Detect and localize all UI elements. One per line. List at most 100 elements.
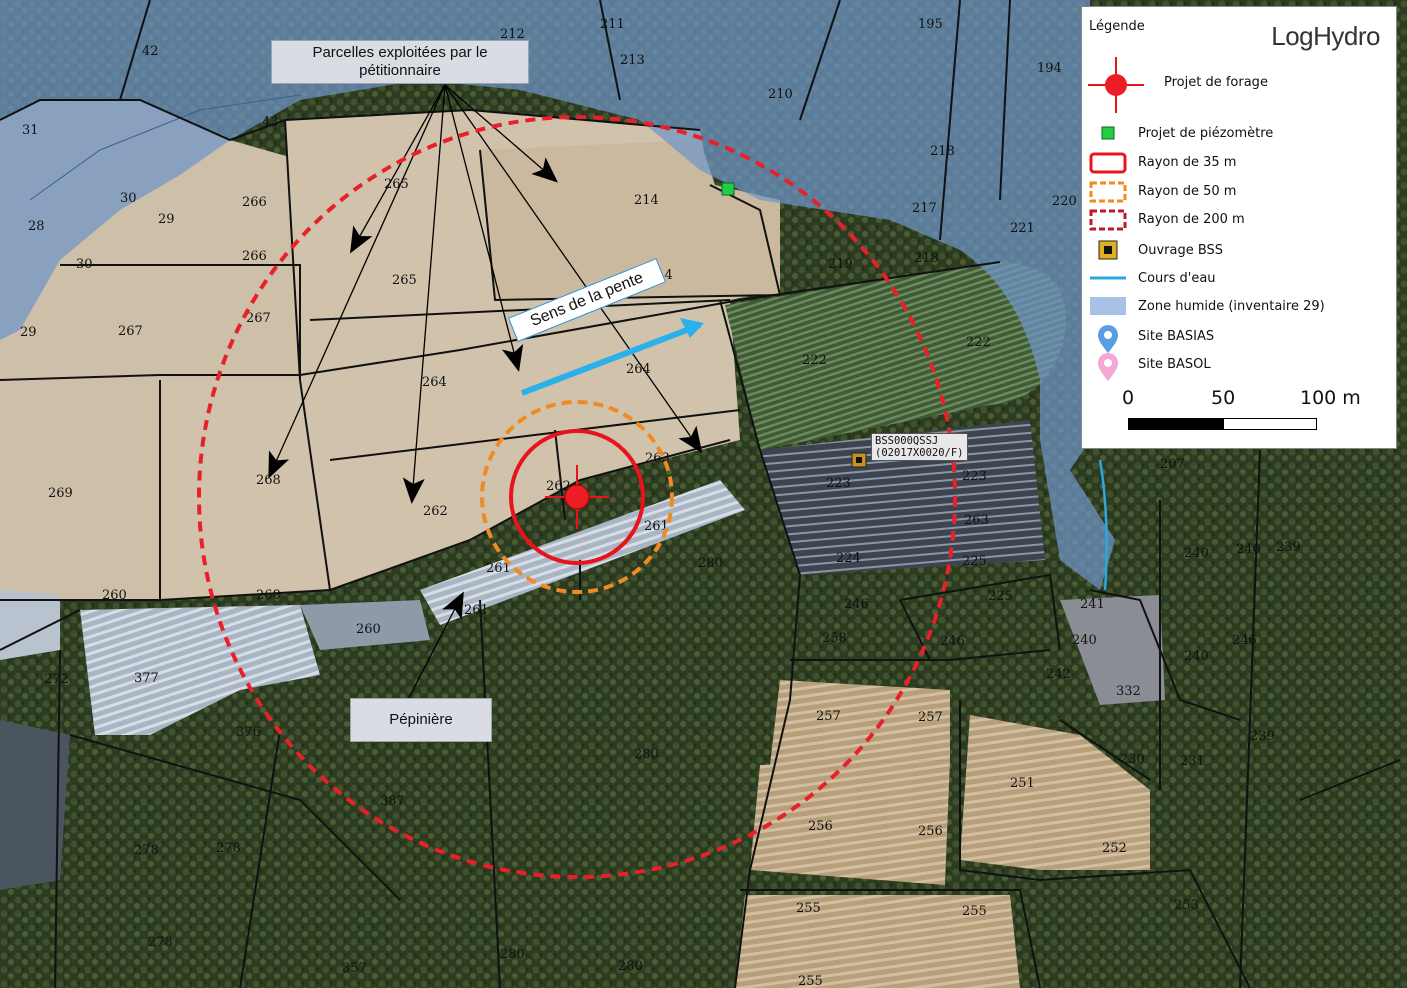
- parcel-number: 268: [256, 473, 281, 488]
- parcel-number: 217: [912, 201, 937, 216]
- bss-square-icon: [1098, 240, 1118, 260]
- parcel-number: 266: [242, 195, 267, 210]
- legend-item-basias: Site BASIAS: [1082, 325, 1396, 355]
- slope-arrow: [520, 322, 702, 396]
- parcel-number: 267: [246, 311, 271, 326]
- parcel-number: 263: [964, 513, 989, 528]
- greenhouse-strip: [420, 480, 745, 625]
- field-255: [735, 895, 1020, 988]
- parcel-number: 265: [392, 273, 417, 288]
- scale-label-0: 0: [1122, 387, 1135, 409]
- nursery-plots: [0, 720, 70, 890]
- stream: [1098, 459, 1108, 591]
- legend-label: Rayon de 50 m: [1138, 184, 1237, 199]
- parcel-number: 220: [1052, 194, 1077, 209]
- legend-label: Cours d'eau: [1138, 271, 1216, 286]
- parcel-number: 221: [1010, 221, 1035, 236]
- parcel-number: 30: [76, 257, 93, 272]
- parcel-number: 230: [1120, 752, 1145, 767]
- parcel-number: 252: [1102, 841, 1127, 856]
- scale-label-100: 100 m: [1300, 387, 1361, 409]
- green-square-icon: [1101, 126, 1115, 140]
- bss-marker[interactable]: [851, 452, 867, 468]
- scale-segment-white: [1223, 418, 1317, 430]
- legend-label: Projet de piézomètre: [1138, 126, 1274, 141]
- blue-pin-icon: [1098, 325, 1118, 353]
- scale-segment-black: [1128, 418, 1223, 430]
- parcel-number: 253: [1174, 898, 1199, 913]
- orange-dashed-outline-icon: [1089, 181, 1127, 203]
- parcel-number: 225: [988, 589, 1013, 604]
- parcel-number: 261: [486, 561, 511, 576]
- drilling-target-icon: [1088, 57, 1144, 113]
- parcel-number: 214: [634, 193, 659, 208]
- parcel-number-labels: 42 212 211 213 195 194 31 43 210 218 30 …: [20, 17, 1301, 988]
- pink-pin-icon: [1098, 353, 1118, 381]
- nursery-callout: Pépinière: [350, 698, 492, 742]
- parcel-number: 264: [422, 375, 447, 390]
- parcel-number: 240: [1184, 546, 1209, 561]
- parcel-number: 257: [918, 710, 943, 725]
- parcel-number: 207: [1160, 457, 1185, 472]
- parcel-number: 280: [618, 959, 643, 974]
- parcel-number: 262: [546, 479, 571, 494]
- parcel-number: 251: [1010, 776, 1035, 791]
- parcel-number: 258: [822, 631, 847, 646]
- parcel-number: 242: [1046, 667, 1071, 682]
- parcel-number: 357: [342, 961, 367, 976]
- field-256: [750, 760, 950, 885]
- parcel-number: 28: [28, 219, 45, 234]
- drilling-target-icon[interactable]: [545, 465, 609, 529]
- legend-item-radius-50: Rayon de 50 m: [1082, 180, 1396, 204]
- parcel-number: 255: [962, 904, 987, 919]
- parcel-number: 211: [600, 17, 625, 32]
- parcel-number: 224: [836, 551, 861, 566]
- parcel-number: 240: [1236, 542, 1261, 557]
- legend-label: Rayon de 35 m: [1138, 155, 1237, 170]
- parcel-number: 241: [1080, 597, 1105, 612]
- legend-item-basol: Site BASOL: [1082, 353, 1396, 383]
- parcel-number: 376: [236, 725, 261, 740]
- parcel-number: 239: [1276, 540, 1301, 555]
- parcel-number: 231: [1180, 754, 1205, 769]
- parcel-number: 278: [134, 843, 159, 858]
- legend-item-bss: Ouvrage BSS: [1082, 239, 1396, 263]
- slope-arrowhead: [680, 318, 704, 338]
- piezometer-marker[interactable]: [721, 182, 735, 196]
- parcel-number: 255: [796, 901, 821, 916]
- parcel-number: 43: [262, 115, 279, 130]
- brand-logo-text: LogHydro: [1271, 21, 1380, 51]
- crop-field-222: [725, 262, 1067, 450]
- scale-bar: 0 50 100 m: [1082, 385, 1396, 445]
- hamlet: [1060, 595, 1165, 705]
- legend-item-stream: Cours d'eau: [1082, 267, 1396, 291]
- parcel-number: 257: [816, 709, 841, 724]
- parcel-number: 222: [966, 335, 991, 350]
- radius-200m-circle: [197, 115, 957, 879]
- field-251: [960, 715, 1150, 870]
- greenhouses-223: [760, 420, 1045, 575]
- bss-label: BSS000QSSJ (02017X0020/F): [871, 433, 968, 461]
- parcel-number: 267: [118, 324, 143, 339]
- parcel-number: 261: [644, 519, 669, 534]
- parcel-number: 195: [918, 17, 943, 32]
- parcel-number: 223: [962, 469, 987, 484]
- legend-item-radius-200: Rayon de 200 m: [1082, 208, 1396, 232]
- legend-item-drilling: Projet de forage: [1082, 57, 1396, 113]
- nursery-callout-text: Pépinière: [389, 711, 453, 728]
- parcel-number: 332: [1116, 684, 1141, 699]
- parcel-number: 377: [134, 671, 159, 686]
- parcel-number: 218: [930, 144, 955, 159]
- parcel-number: 262: [423, 504, 448, 519]
- parcel-number: 225: [962, 554, 987, 569]
- parcel-number: 246: [844, 597, 869, 612]
- parcel-number: 280: [634, 747, 659, 762]
- bss-reference: (02017X0020/F): [875, 447, 964, 459]
- legend-item-piezometer: Projet de piézomètre: [1082, 122, 1396, 146]
- parcel-number: 256: [808, 819, 833, 834]
- legend-label: Projet de forage: [1164, 75, 1268, 90]
- parcel-number: 280: [698, 556, 723, 571]
- parcel-number: 194: [1037, 61, 1062, 76]
- parcel-number: 212: [500, 27, 525, 42]
- legend-label: Zone humide (inventaire 29): [1138, 299, 1325, 314]
